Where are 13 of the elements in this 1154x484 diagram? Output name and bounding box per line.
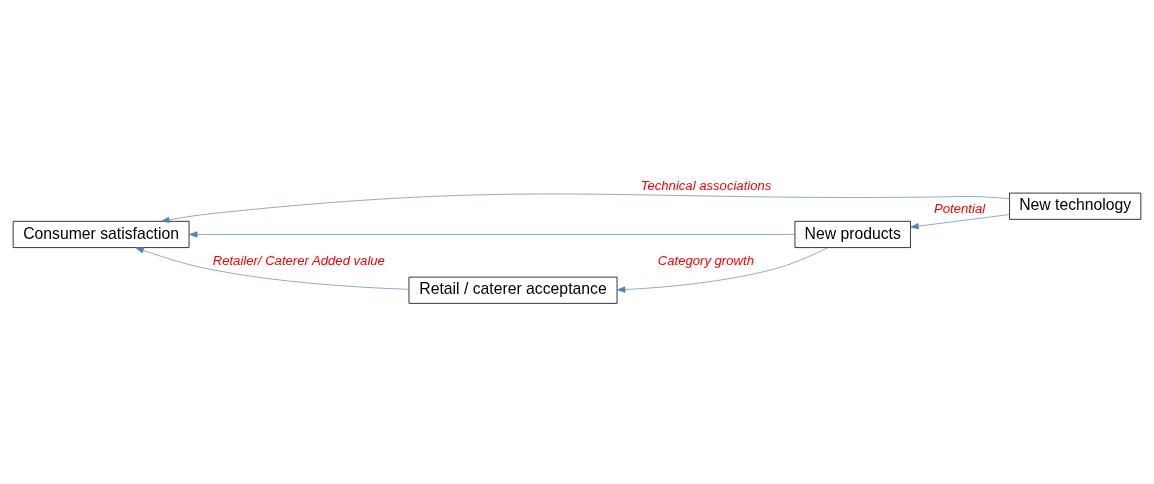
node-box: New products (794, 220, 911, 248)
arrow (616, 247, 829, 293)
arrow (135, 247, 410, 290)
arrow (910, 214, 1010, 230)
edge-label: Technical associations (640, 178, 772, 194)
node-box: Retail / caterer acceptance (408, 276, 618, 304)
node-box: Consumer satisfaction (12, 220, 190, 248)
arrow (161, 193, 1010, 223)
node-box: New technology (1009, 192, 1142, 220)
edge-label: Potential (934, 201, 986, 217)
edge-label: Retailer/ Caterer Added value (212, 253, 385, 269)
edge-label: Category growth (657, 253, 754, 269)
arrow (189, 231, 796, 238)
